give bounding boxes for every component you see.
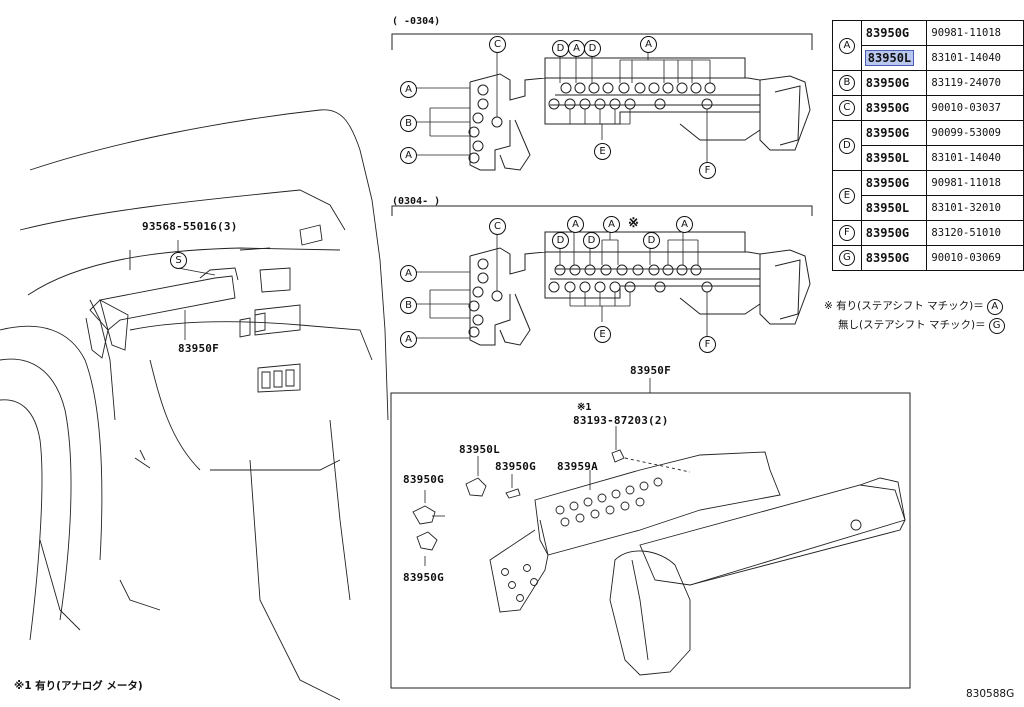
- table-row: 83950L 83101-14040: [833, 145, 1024, 171]
- label-a-lower-1: A: [567, 216, 584, 233]
- code-cell: 83950G: [860, 220, 928, 246]
- group-cell: E: [832, 170, 862, 221]
- dashboard-drawing: [0, 109, 389, 701]
- part-l-label: 83950L: [459, 443, 500, 456]
- part-g3-label: 83950G: [403, 571, 444, 584]
- sockets-lower: [468, 258, 713, 338]
- part-a-label: 83959A: [557, 460, 598, 473]
- table-row: 83950L 83101-32010: [833, 195, 1024, 221]
- group-cell: C: [832, 95, 862, 121]
- group-cell: G: [832, 245, 862, 271]
- group-cell: B: [832, 70, 862, 96]
- table-row: B 83950G 83119-24070: [832, 70, 1024, 96]
- table-row: E 83950G 90981-11018: [832, 170, 1024, 221]
- label-d-lower-1: D: [552, 232, 569, 249]
- code-cell: 83950G: [860, 170, 928, 196]
- diagram-id: 830588G: [966, 688, 1015, 700]
- part-g1-label: 83950G: [403, 473, 444, 486]
- code-cell: 83950G: [860, 20, 928, 46]
- pn-cell: 83120-51010: [926, 220, 1024, 246]
- range-label-bottom: (0304- ): [392, 196, 441, 207]
- pn-cell: 90981-11018: [926, 170, 1024, 196]
- code-cell: 83950G: [860, 95, 928, 121]
- label-c-upper: C: [489, 36, 506, 53]
- pn-cell: 83101-32010: [926, 195, 1024, 221]
- board-lower-drawing: [469, 231, 811, 346]
- parts-table: A 83950G 90981-11018 83950L 83101-14040 …: [832, 20, 1024, 271]
- label-c-lower: C: [489, 218, 506, 235]
- label-d-upper-1: D: [552, 40, 569, 57]
- note-line-1: ※ 有り(ステアシフト マチック)＝A: [824, 298, 1003, 315]
- label-b-upper: B: [400, 115, 417, 132]
- range-label-top: ( -0304): [392, 16, 441, 27]
- table-row: C 83950G 90010-03037: [832, 95, 1024, 121]
- part-g2-label: 83950G: [495, 460, 536, 473]
- label-d-lower-2: D: [583, 232, 600, 249]
- board-upper-drawing: [469, 57, 811, 171]
- label-d-upper-2: D: [584, 40, 601, 57]
- group-cell: A: [832, 20, 862, 71]
- footnote: ※1 有り(アナログ メータ): [14, 680, 143, 692]
- label-a-upper-left: A: [400, 81, 417, 98]
- pn-cell: 90099-53009: [926, 120, 1024, 146]
- label-f-lower: F: [699, 336, 716, 353]
- label-a-lower-2: A: [603, 216, 620, 233]
- code-cell: 83950L: [860, 195, 928, 221]
- note-line-2: 無し(ステアシフト マチック)＝G: [838, 317, 1005, 334]
- leaders-upper: [415, 50, 711, 162]
- note-mark: ※: [628, 216, 639, 231]
- pn-cell: 83101-14040: [926, 45, 1024, 71]
- range-bracket-top: [391, 33, 813, 50]
- label-e-upper: E: [594, 143, 611, 160]
- label-a-lower-3: A: [676, 216, 693, 233]
- code-cell: 83950G: [860, 245, 928, 271]
- code-cell: 83950G: [860, 120, 928, 146]
- group-cell: D: [832, 120, 862, 171]
- screw-note-mark: ※1: [577, 402, 592, 413]
- leaders-lower: [415, 230, 708, 339]
- label-a-upper-left-2: A: [400, 147, 417, 164]
- label-e-lower: E: [594, 326, 611, 343]
- pn-cell: 83119-24070: [926, 70, 1024, 96]
- cluster-box-title: 83950F: [630, 364, 671, 377]
- table-row: 83950L 83101-14040: [833, 45, 1024, 71]
- exploded-drawing: [412, 426, 906, 676]
- code-cell-highlighted[interactable]: 83950L: [860, 45, 928, 71]
- label-s: S: [170, 252, 187, 269]
- table-row: G 83950G 90010-03069: [832, 245, 1024, 271]
- pn-cell: 90010-03037: [926, 95, 1024, 121]
- table-row: D 83950G 90099-53009: [832, 120, 1024, 171]
- screw-ref-label: 83193-87203(2): [573, 414, 669, 427]
- cluster-left-label: 83950F: [178, 342, 219, 355]
- pn-cell: 90981-11018: [926, 20, 1024, 46]
- label-b-lower: B: [400, 297, 417, 314]
- group-cell: F: [832, 220, 862, 246]
- label-a-lower-left: A: [400, 265, 417, 282]
- code-cell: 83950L: [860, 145, 928, 171]
- label-a-upper-1: A: [568, 40, 585, 57]
- bolt-ref-label: 93568-55016(3): [142, 220, 238, 233]
- label-a-upper-2: A: [640, 36, 657, 53]
- exploded-frame: [390, 392, 911, 689]
- range-bracket-bottom: [391, 205, 813, 216]
- table-row: F 83950G 83120-51010: [832, 220, 1024, 246]
- label-d-lower-3: D: [643, 232, 660, 249]
- label-a-lower-left-2: A: [400, 331, 417, 348]
- pn-cell: 90010-03069: [926, 245, 1024, 271]
- code-cell: 83950G: [860, 70, 928, 96]
- table-row: A 83950G 90981-11018: [832, 20, 1024, 71]
- label-f-upper: F: [699, 162, 716, 179]
- pn-cell: 83101-14040: [926, 145, 1024, 171]
